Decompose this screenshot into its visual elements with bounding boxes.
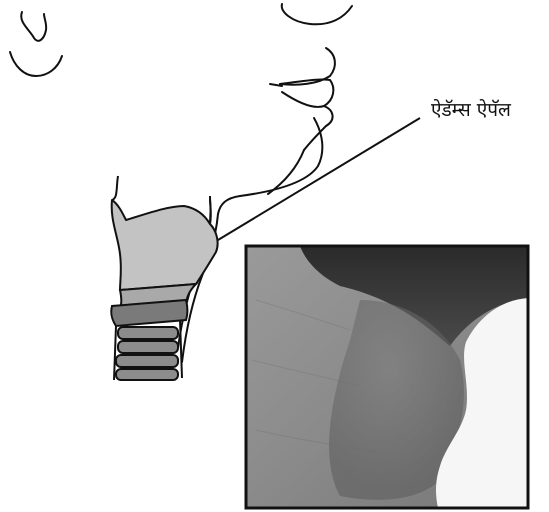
ear-outline [10,12,62,76]
trachea [116,327,178,380]
inset-photo [246,246,528,508]
thyroid-cartilage [112,200,218,290]
label-leader-line [218,118,420,240]
adams-apple-label: ऐडॅम्स ऐपॅल [431,96,511,122]
